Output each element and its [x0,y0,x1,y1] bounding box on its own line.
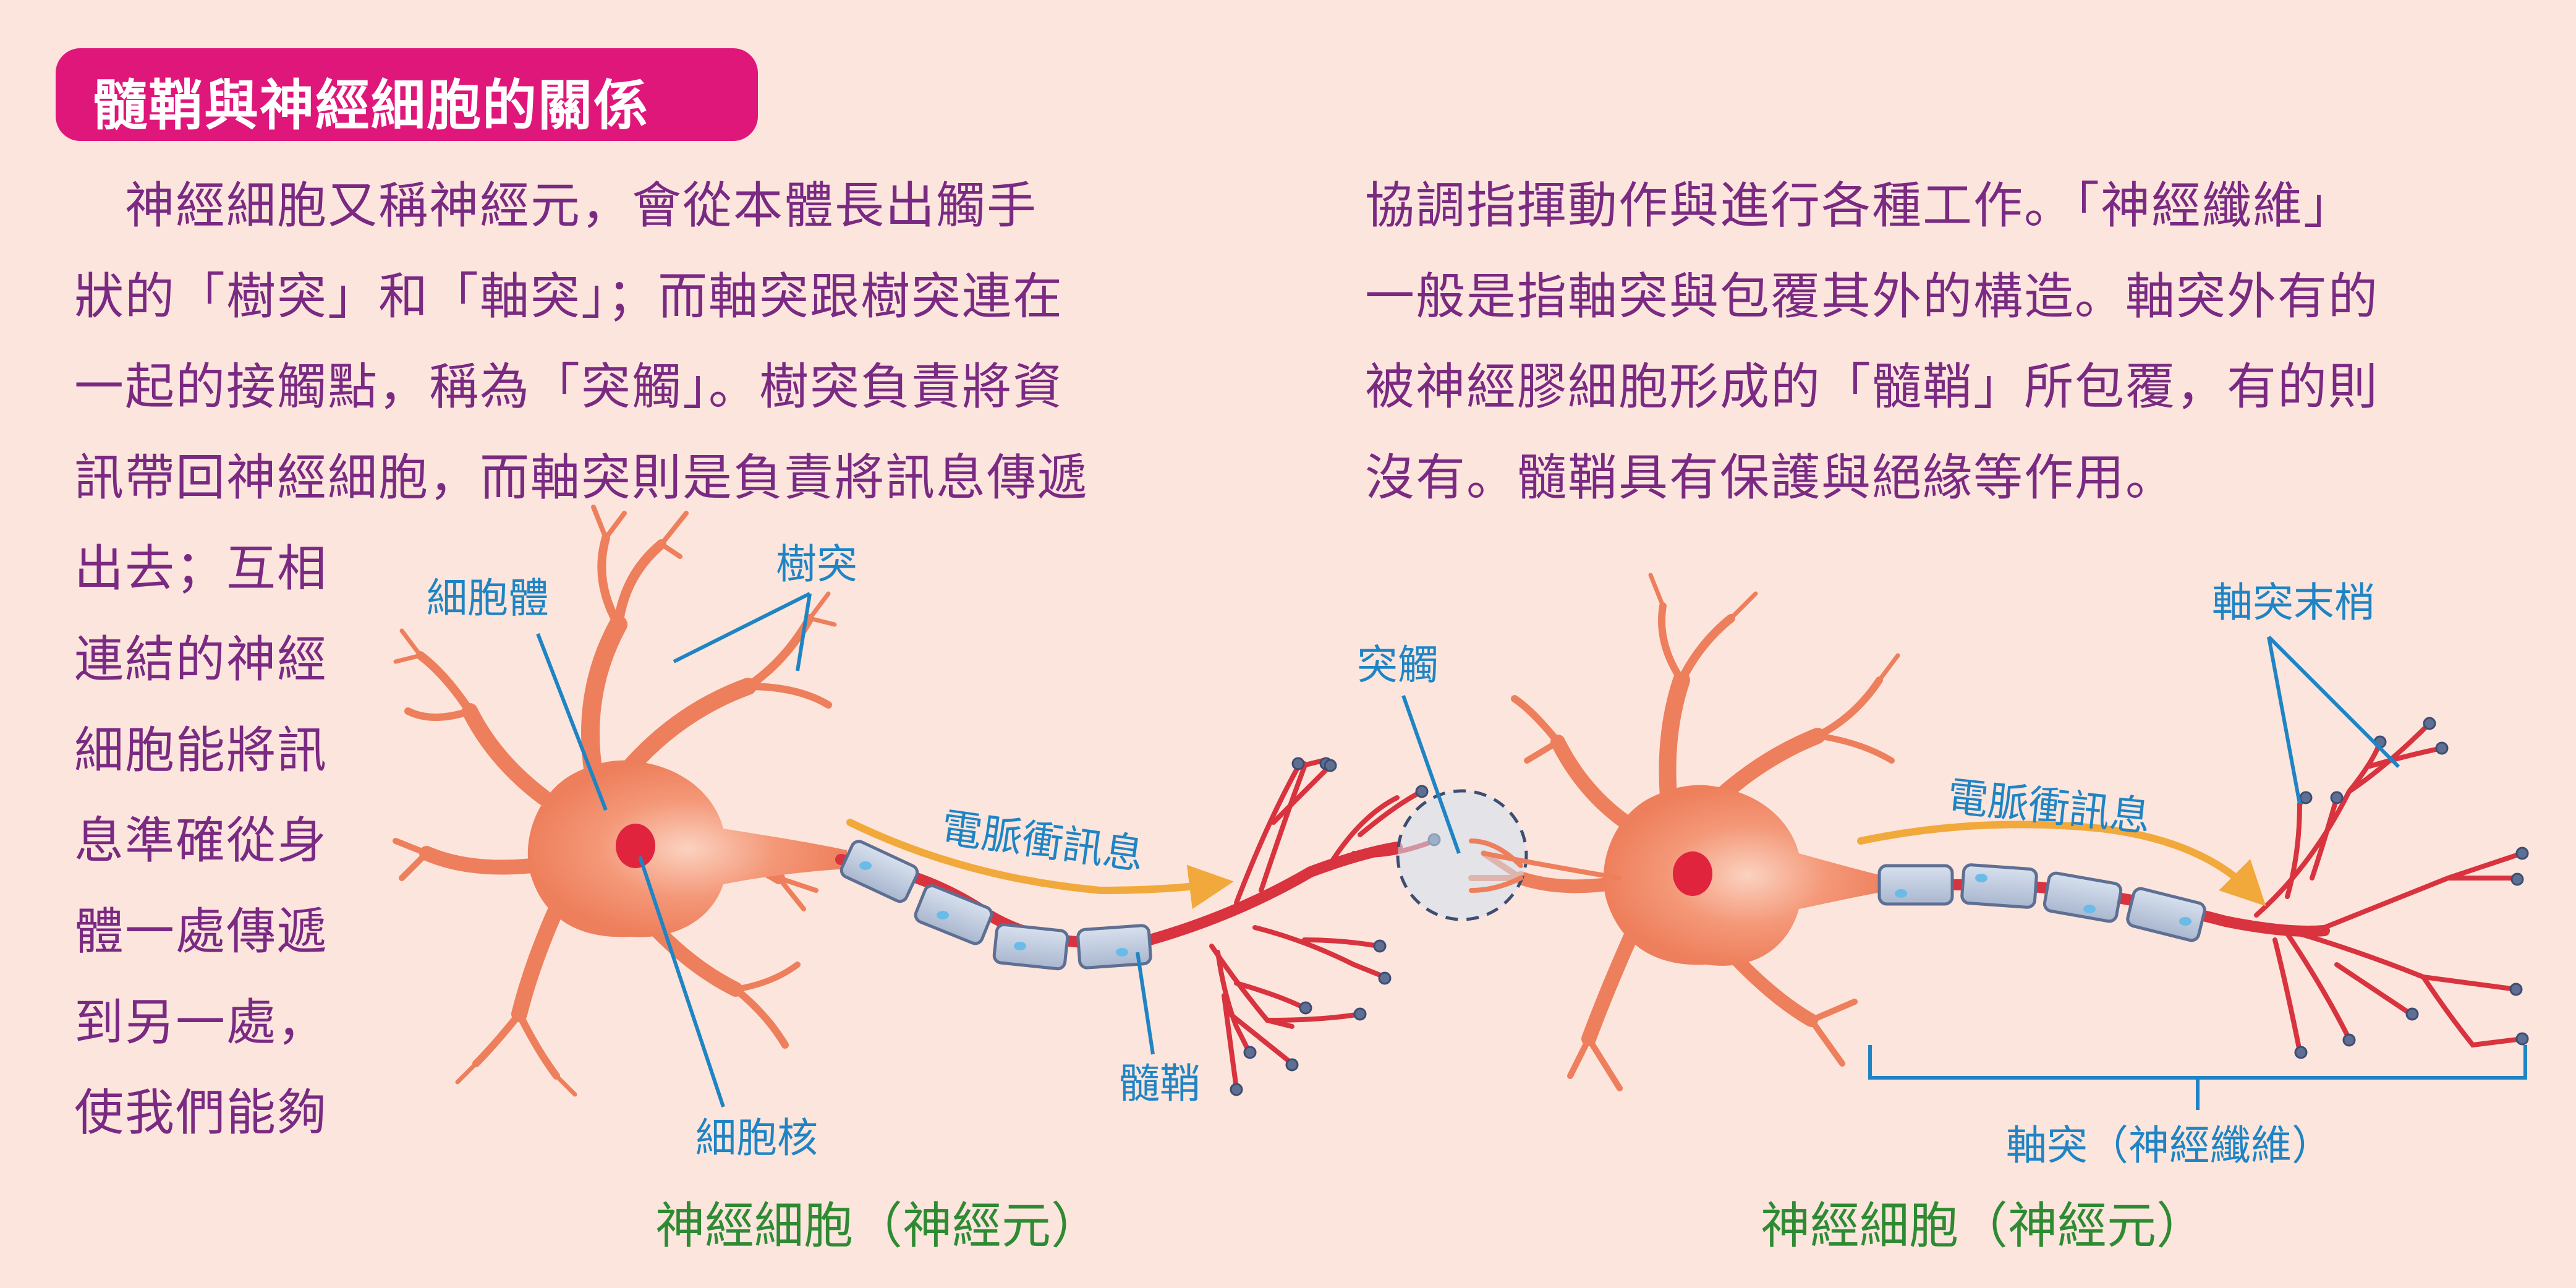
signal-arrow-1 [846,819,1234,910]
label-cell-body: 細胞體 [427,574,549,622]
left-paragraph-line: 出去；互相 [74,540,328,597]
left-paragraph-line: 神經細胞又稱神經元，會從本體長出觸手 [74,177,1037,234]
label-signal-2: 電脈衝訊息 [1945,772,2153,841]
left-paragraph-line: 息準確從身 [74,812,328,869]
signal-arrow-2 [1857,821,2266,906]
neuron-2-cell-body [1603,785,1892,966]
neuron-2-axon-terminals [2254,721,2525,1054]
right-paragraph-line: 沒有。髓鞘具有保護與絕緣等作用。 [1365,449,2176,506]
left-paragraph-line: 到另一處， [74,994,328,1051]
right-paragraph-line: 被神經膠細胞形成的「髓鞘」所包覆，有的則 [1365,358,2379,416]
page-title: 髓鞘與神經細胞的關係 [93,74,650,137]
left-paragraph-line: 細胞能將訊 [74,722,328,779]
left-paragraph-line: 狀的「樹突」和「軸突」；而軸突跟樹突連在 [74,268,1063,325]
label-axon-terminal: 軸突末梢 [2212,579,2375,626]
leader-lines [536,592,2400,1107]
left-paragraph-line: 連結的神經 [74,631,328,688]
neuron-2-nucleus [1673,851,1712,896]
synapse-dendrite-tips [1469,838,1622,893]
label-axon-fiber: 軸突（神經纖維） [2006,1122,2332,1169]
neuron-1-nucleus [616,824,655,868]
axon-fiber-bracket [1868,1045,2527,1110]
left-paragraph-line: 訊帶回神經細胞，而軸突則是負責將訊息傳遞 [74,449,1088,506]
neuron-1-axon-terminals [1209,758,1437,1091]
neuron-1-terminal-knobs [1230,757,1441,1096]
caption-neuron-2: 神經細胞（神經元） [1761,1197,2206,1255]
left-paragraph-line: 體一處傳遞 [74,903,328,960]
right-paragraph-line: 協調指揮動作與進行各種工作。「神經纖維」 [1365,177,2354,234]
neuron-1-myelin-nuclei [859,861,1128,957]
label-nucleus: 細胞核 [695,1114,818,1162]
neuron-2 [1468,573,2529,1091]
caption-neuron-1: 神經細胞（神經元） [655,1197,1100,1255]
neuron-1-myelin [840,840,1152,971]
left-paragraph-line: 使我們能夠 [74,1084,328,1141]
label-myelin: 髓鞘 [1119,1060,1201,1107]
title-banner: 髓鞘與神經細胞的關係 [56,48,758,141]
neuron-2-myelin-nuclei [1895,874,2191,926]
neuron-1-cell-body [527,760,847,937]
right-paragraph-line: 一般是指軸突與包覆其外的構造。軸突外有的 [1365,268,2379,325]
label-synapse: 突觸 [1357,641,1439,689]
neuron-2-myelin [1877,863,2206,942]
neuron-1 [393,505,1441,1097]
left-paragraph-line: 一起的接觸點，稱為「突觸」。樹突負責將資 [74,358,1063,416]
label-dendrite: 樹突 [776,540,857,588]
